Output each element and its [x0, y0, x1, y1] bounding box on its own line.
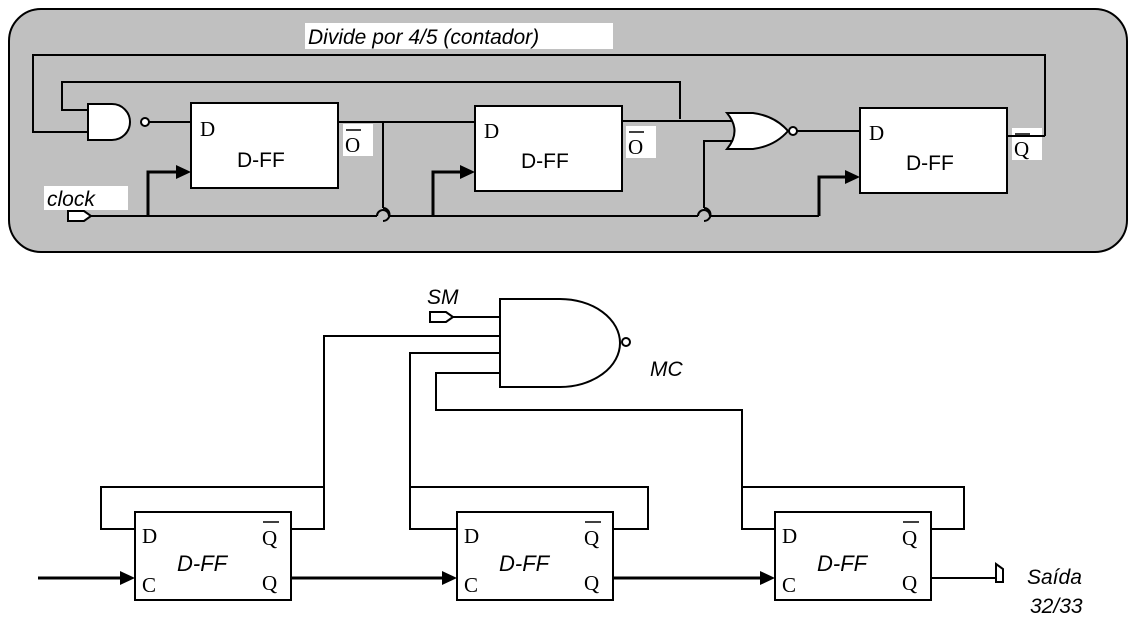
bottom-ff-3-pin-q: Q: [902, 571, 917, 595]
wire-mc-to-nor: [703, 140, 733, 208]
counter-title: Divide por 4/5 (contador): [308, 26, 539, 49]
top-ff-3-pin-qbar: Q: [1014, 137, 1029, 161]
bottom-ff-3-feedback: [742, 486, 965, 530]
bottom-ff-2-pin-d: D: [464, 524, 479, 548]
bottom-ff-2: [456, 511, 614, 601]
clock-arrow-bottom-ff-1: [120, 571, 135, 585]
clock-to-ff3: [817, 175, 849, 216]
feedback-wire-inner: [61, 81, 681, 119]
top-ff-1-pin-d: D: [200, 117, 215, 141]
top-ff-3: [859, 107, 1008, 194]
top-ff-3-label: D-FF: [906, 152, 954, 175]
clock-jump-1: [376, 209, 390, 217]
sm-input-port: [429, 311, 455, 323]
clock-to-ff1: [146, 170, 180, 216]
bottom-ff-1-feedback: [100, 486, 324, 530]
counter-title-bg: [305, 23, 613, 49]
top-ff-2-label: D-FF: [521, 150, 569, 173]
clock-input-port: [67, 210, 93, 222]
clock-arrow-bottom-ff-3: [760, 571, 775, 585]
bottom-ff-1-label: D-FF: [177, 551, 229, 576]
bottom-ff-3-label: D-FF: [817, 551, 869, 576]
bottom-ff-3-pin-qbar: Q: [902, 526, 917, 550]
bottom-ff-1: [134, 511, 292, 601]
output-label-line1: Saída: [1027, 566, 1082, 589]
top-ff-2-pin-d: D: [484, 119, 499, 143]
bottom-ff-3: [774, 511, 932, 601]
wire-qbar3-to-nand: [435, 372, 776, 530]
top-ff-1-label: D-FF: [237, 149, 285, 172]
bottom-ff-2-pin-c: C: [464, 573, 478, 597]
clock-arrow-ff3: [845, 170, 860, 184]
clock-arrow-ff2: [460, 165, 475, 179]
nand-gate-mc-bubble: [621, 337, 631, 347]
bottom-ff-2-pin-q: Q: [584, 571, 599, 595]
bottom-ff-1-pin-qbar: Q: [262, 526, 277, 550]
bottom-ff-1-pin-d: D: [142, 524, 157, 548]
nor-gate-top: [724, 112, 790, 150]
bottom-ff-2-pin-qbar: Q: [584, 526, 599, 550]
clock-arrow-bottom-ff-2: [442, 571, 457, 585]
top-ff-1: [190, 102, 339, 189]
wire-qbar2-to-nand: [409, 352, 500, 530]
bottom-ff-1-pin-q: Q: [262, 571, 277, 595]
bottom-ff-2-label: D-FF: [499, 551, 551, 576]
top-ff-2-pin-qbar: O: [628, 135, 643, 159]
bottom-ff-3-pin-d: D: [782, 524, 797, 548]
clock-arrow-ff1: [176, 165, 191, 179]
bottom-ff-1-pin-c: C: [142, 573, 156, 597]
nand-gate-top: [87, 103, 131, 141]
clock-label-bg: [44, 186, 128, 210]
output-label-line2: 32/33: [1030, 595, 1083, 618]
sm-label: SM: [427, 286, 459, 309]
clock-label: clock: [47, 188, 96, 211]
bottom-ff-2-feedback: [410, 486, 649, 530]
top-ff-2: [474, 105, 623, 192]
top-ff-1-pin-qbar: O: [345, 133, 360, 157]
nand-gate-mc: [499, 298, 621, 388]
bottom-ff-3-pin-c: C: [782, 573, 796, 597]
nor-gate-top-bubble: [788, 126, 798, 136]
clock-jump-2: [697, 209, 711, 217]
top-ff-3-pin-d: D: [869, 121, 884, 145]
clock-to-ff2: [431, 170, 464, 216]
output-port: [995, 562, 1004, 583]
wire-qbar1-to-nand: [291, 335, 500, 530]
feedback-wire-outer: [32, 54, 1046, 136]
mc-label: MC: [650, 358, 683, 381]
nand-gate-top-bubble: [140, 117, 150, 127]
